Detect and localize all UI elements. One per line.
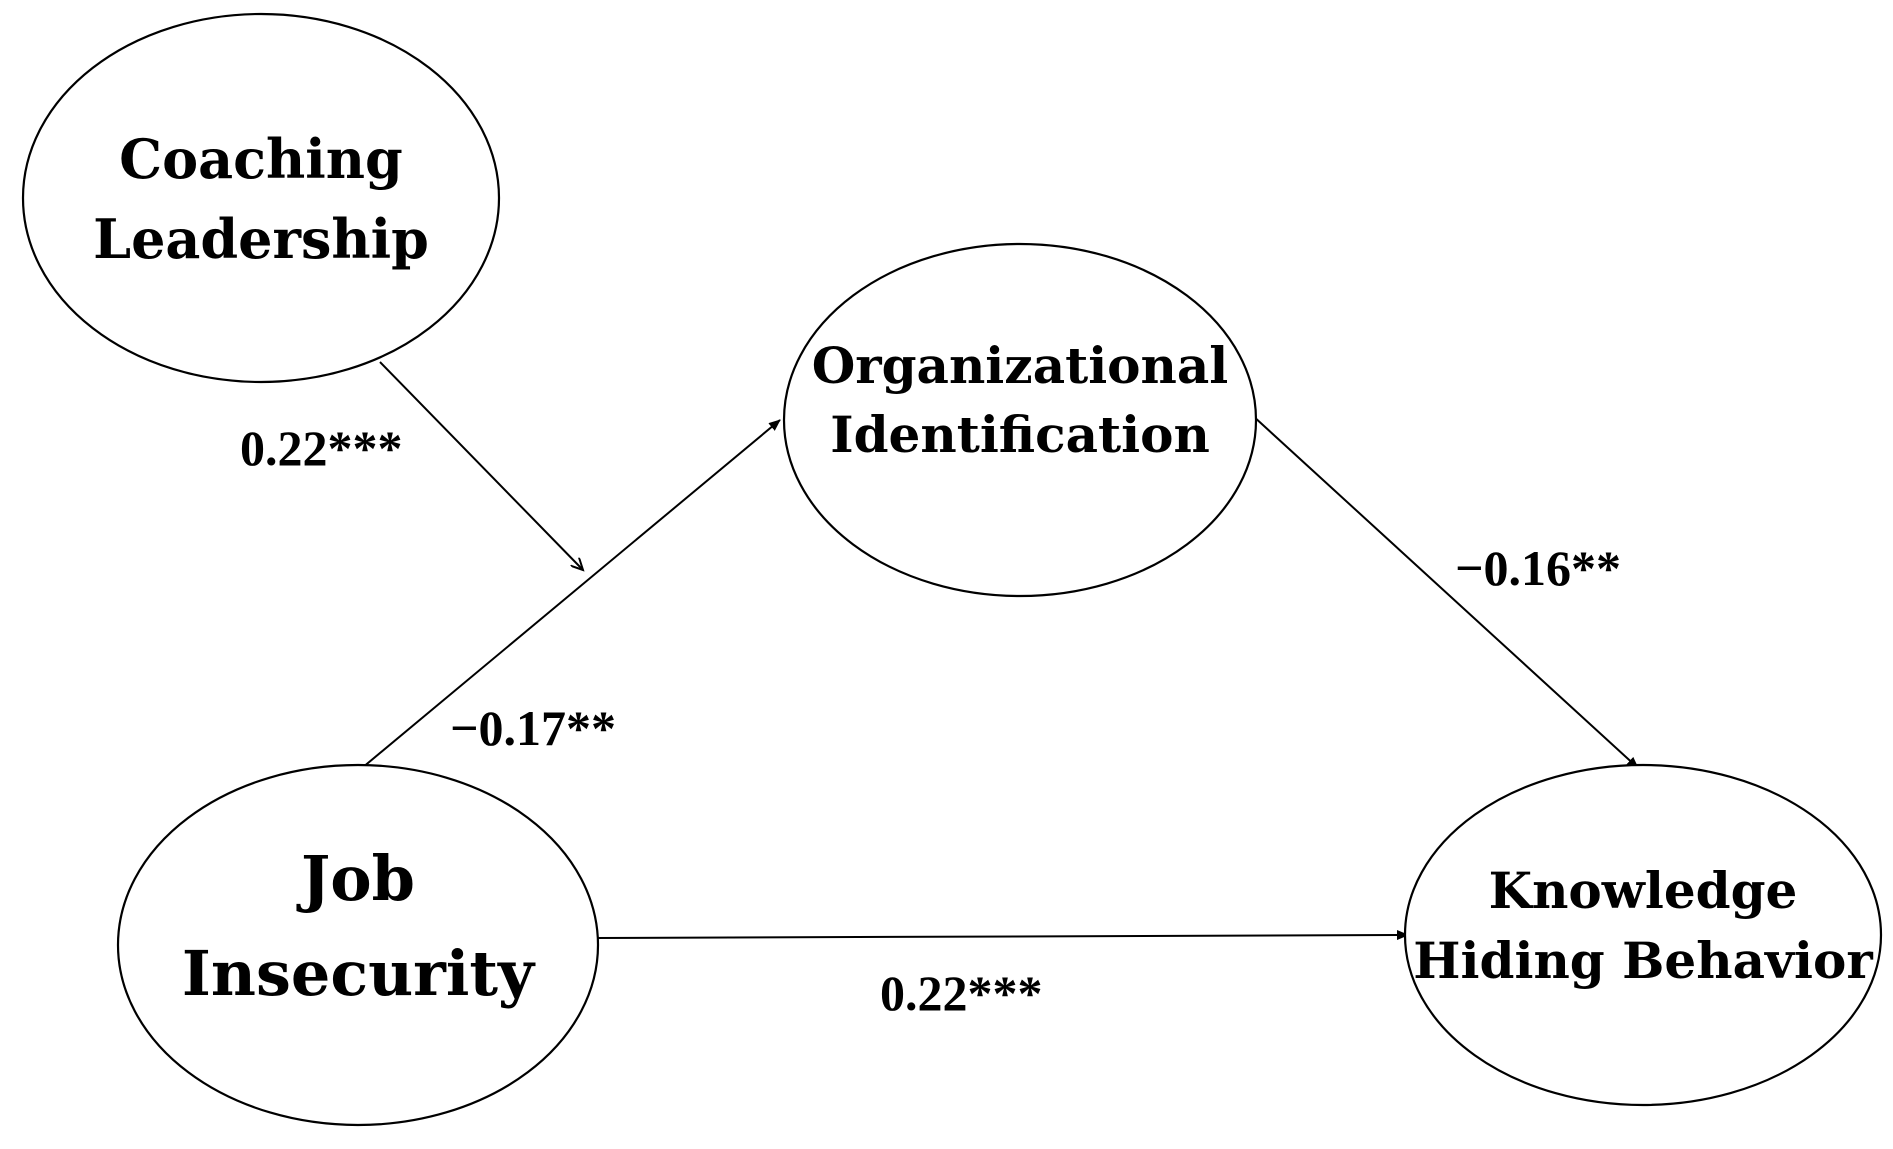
job-insecurity-line2: Insecurity bbox=[182, 937, 536, 1010]
label-coaching-moderation: 0.22*** bbox=[240, 420, 403, 476]
edge-insecurity-to-identification bbox=[361, 419, 781, 769]
label-insecurity-to-identification: −0.17** bbox=[450, 700, 616, 756]
label-insecurity-to-hiding: 0.22*** bbox=[880, 965, 1043, 1021]
node-coaching-leadership: Coaching Leadership bbox=[21, 12, 501, 384]
node-knowledge-hiding-behavior: Knowledge Hiding Behavior bbox=[1403, 763, 1883, 1107]
organizational-identification-line1: Organizational bbox=[812, 336, 1229, 395]
edge-identification-to-hiding bbox=[1251, 414, 1639, 769]
edge-coaching-moderation bbox=[379, 361, 583, 570]
coaching-leadership-line2: Leadership bbox=[93, 207, 429, 271]
node-organizational-identification: Organizational Identification bbox=[782, 242, 1258, 598]
node-job-insecurity: Job Insecurity bbox=[116, 763, 600, 1127]
edge-insecurity-to-hiding bbox=[595, 930, 1409, 941]
coaching-leadership-line1: Coaching bbox=[119, 127, 403, 191]
label-identification-to-hiding: −0.16** bbox=[1455, 540, 1621, 596]
job-insecurity-line1: Job bbox=[296, 842, 415, 915]
knowledge-hiding-behavior-line2: Hiding Behavior bbox=[1413, 931, 1873, 990]
organizational-identification-line2: Identification bbox=[830, 405, 1210, 464]
knowledge-hiding-behavior-line1: Knowledge bbox=[1489, 861, 1798, 920]
